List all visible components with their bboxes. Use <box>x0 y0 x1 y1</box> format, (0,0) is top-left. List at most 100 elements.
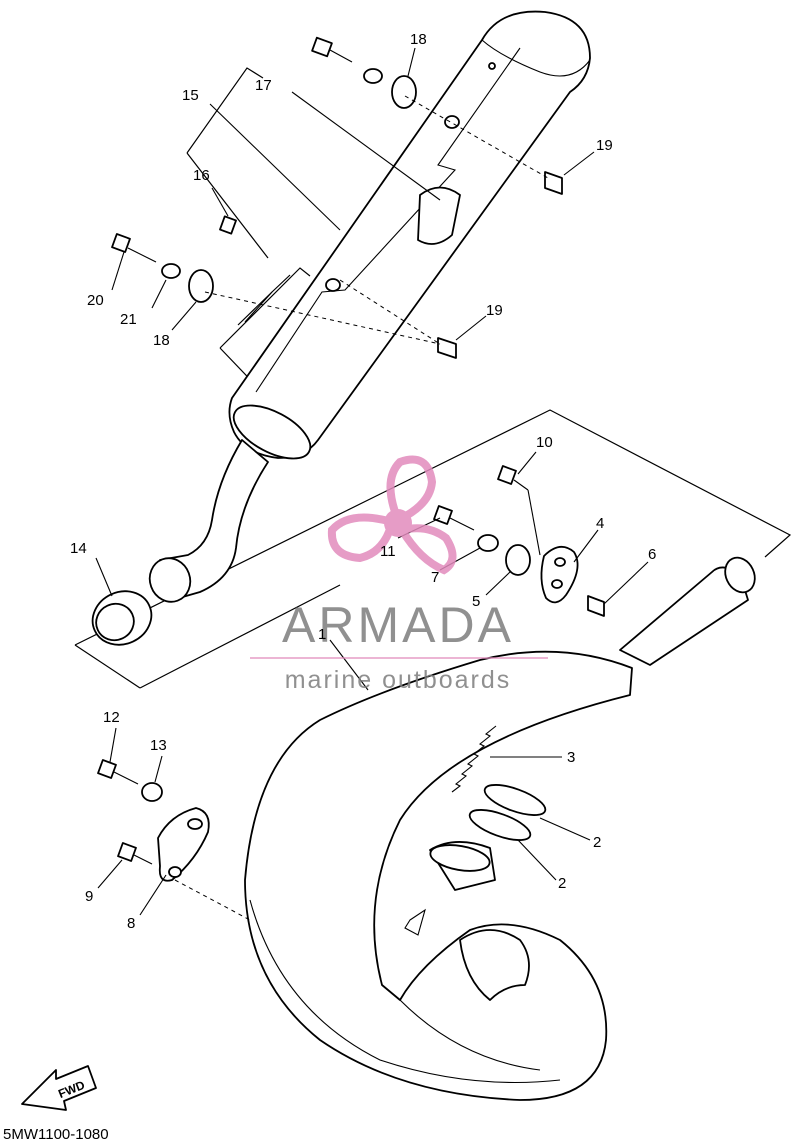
callout-17: 17 <box>255 77 272 94</box>
collar-19-lower <box>437 337 457 359</box>
silencer-body <box>228 10 591 459</box>
washer-top <box>363 68 383 84</box>
watermark-tagline: marine outboards <box>285 666 512 694</box>
silencer-collar <box>232 404 312 460</box>
bolt-10-shank <box>513 479 529 491</box>
bolt-12-head <box>97 759 117 779</box>
bolt-11-head <box>433 505 453 525</box>
callout-16: 16 <box>193 167 210 184</box>
bolt-10-head <box>497 465 517 485</box>
upper-hardware <box>111 36 563 359</box>
bracket-4 <box>540 546 579 604</box>
propeller-blade-a <box>386 455 437 526</box>
pipe-outlet-end <box>459 929 530 1001</box>
diagram-code: 5MW1100-1080 <box>3 1126 109 1142</box>
spring-3 <box>451 725 497 793</box>
callout-21: 21 <box>120 311 137 328</box>
silencer-frame-low <box>219 267 311 349</box>
pipe-boss-ring <box>429 844 491 872</box>
leader-19-low <box>455 315 487 341</box>
callout-4: 4 <box>596 515 604 532</box>
guide-10 <box>527 489 541 556</box>
leader-18-low <box>171 301 197 331</box>
propeller-blade-b <box>327 513 397 563</box>
leader-13 <box>154 755 163 783</box>
collar-6 <box>587 595 605 617</box>
callout-20: 20 <box>87 292 104 309</box>
leader-lines <box>95 47 649 916</box>
callout-labels: 18 17 15 19 16 20 21 18 19 10 14 11 4 7 … <box>70 31 656 932</box>
group-frames <box>74 67 792 689</box>
guide-lower <box>204 291 441 345</box>
leader-15 <box>209 103 341 231</box>
callout-18-top: 18 <box>410 31 427 48</box>
mid-hardware <box>433 465 605 617</box>
washer-13 <box>141 782 163 802</box>
leader-14 <box>95 557 113 597</box>
oring-2-upper <box>483 784 547 816</box>
callout-18-low: 18 <box>153 332 170 349</box>
damper-5 <box>505 544 531 576</box>
callout-11: 11 <box>380 543 396 560</box>
grommet-18-lower <box>188 269 214 303</box>
leader-2a <box>539 817 591 841</box>
leader-9 <box>97 859 123 889</box>
exhaust-pipe-body <box>244 650 633 1101</box>
bracket-hole-upper <box>444 115 460 129</box>
callout-19-low: 19 <box>486 302 503 319</box>
callout-9: 9 <box>85 888 93 905</box>
silencer-frame-mid <box>186 152 269 259</box>
callout-6: 6 <box>648 546 656 563</box>
leader-12 <box>109 727 117 763</box>
bolt-9-head <box>117 842 137 862</box>
callout-15: 15 <box>182 87 199 104</box>
leader-18-top <box>407 47 416 77</box>
bolt-20-shank <box>127 247 157 263</box>
silencer <box>148 10 591 603</box>
bolt-9-shank <box>133 854 153 865</box>
callout-3: 3 <box>567 749 575 766</box>
leader-2b <box>517 839 557 881</box>
callout-2-b: 2 <box>558 875 566 892</box>
propeller-logo-icon <box>327 455 457 575</box>
leader-8 <box>139 874 167 916</box>
fwd-arrow-shape <box>21 1065 97 1111</box>
lower-left-hardware <box>97 759 251 921</box>
bolt-20-head <box>111 233 131 253</box>
silencer-frame-link2 <box>244 274 291 323</box>
bolt-top-shank <box>329 49 353 63</box>
leader-21 <box>151 279 167 309</box>
guide-upper <box>404 95 549 179</box>
gasket-8 <box>157 807 210 882</box>
silencer-label-plate <box>417 186 461 245</box>
collar-19-upper <box>544 171 563 195</box>
leader-19-top <box>563 151 595 176</box>
callout-5: 5 <box>472 593 480 610</box>
bolt-top-head <box>311 36 333 58</box>
washer-7 <box>477 534 499 552</box>
propeller-blade-c <box>395 524 457 575</box>
callout-7: 7 <box>431 569 439 586</box>
callout-13: 13 <box>150 737 167 754</box>
bracket-4-hole-a <box>554 557 566 567</box>
callout-1: 1 <box>318 626 326 643</box>
silencer-inlet-end <box>148 557 192 603</box>
callout-2-a: 2 <box>593 834 601 851</box>
bolt-11-shank <box>449 517 475 531</box>
guide-lower2 <box>339 279 441 345</box>
silencer-group-frame <box>186 67 264 154</box>
bracket-rivet <box>488 62 496 70</box>
leader-17 <box>291 91 441 201</box>
gasket-8-hole-b <box>168 866 182 878</box>
silencer-bracket <box>255 47 521 393</box>
callout-14: 14 <box>70 540 87 557</box>
pipe-inner-curve-2 <box>399 999 541 1071</box>
exhaust-pipe <box>244 556 756 1101</box>
spring-hook <box>404 908 426 936</box>
leader-4 <box>573 529 599 563</box>
headpipe-frame-inner <box>139 584 341 689</box>
callout-12: 12 <box>103 709 120 726</box>
headpipe-group-frame <box>74 409 792 646</box>
watermark-brand: ARMADA <box>282 597 514 653</box>
